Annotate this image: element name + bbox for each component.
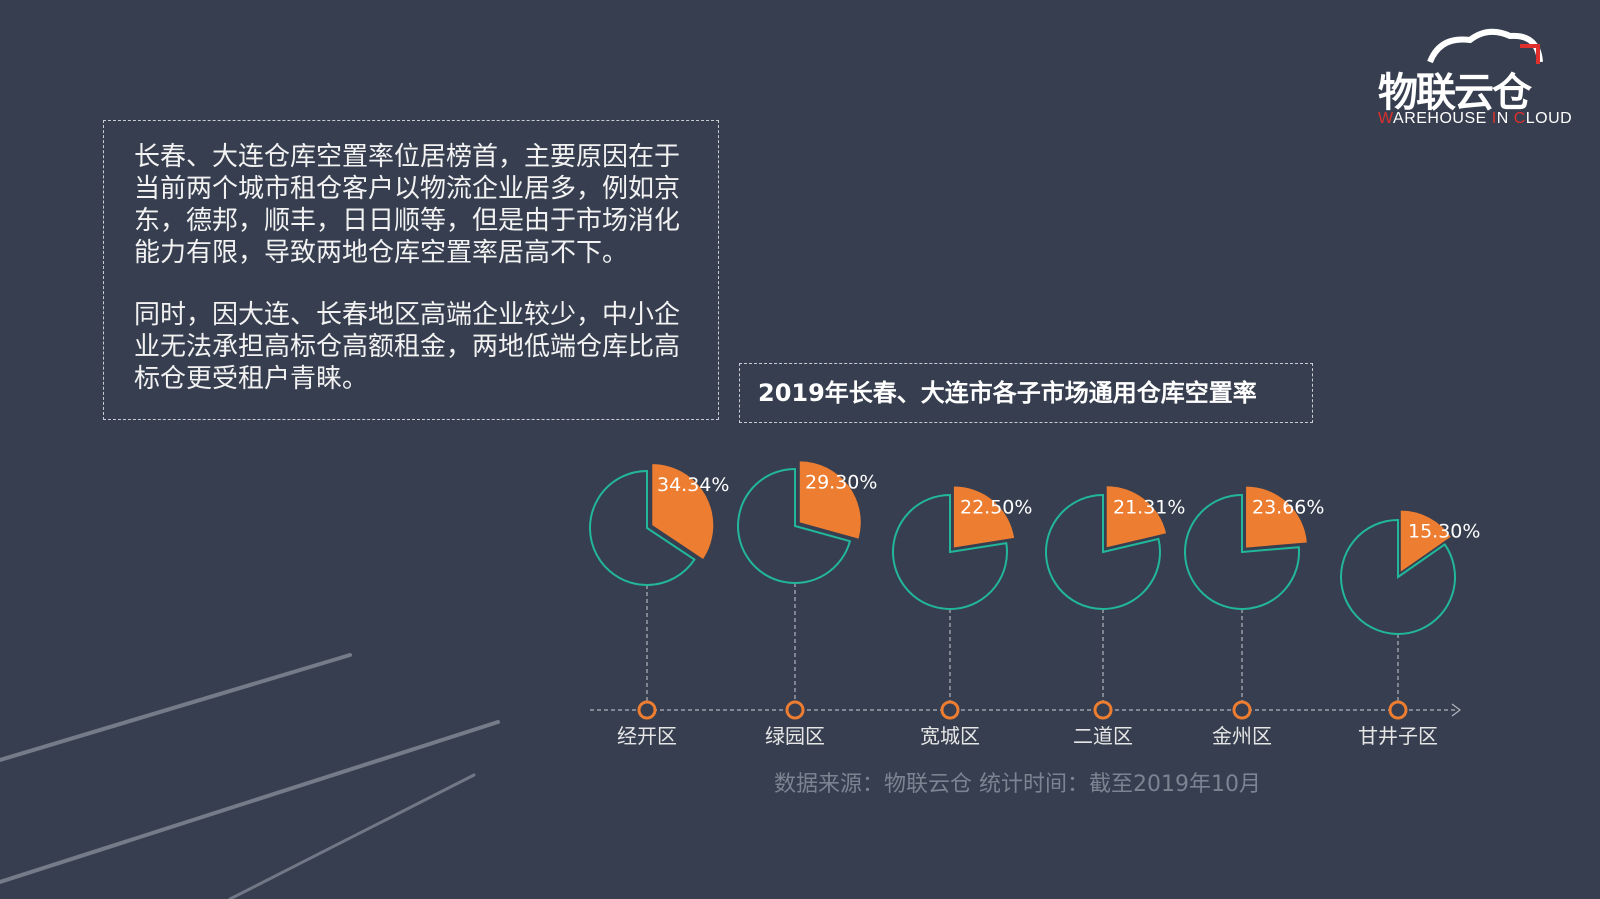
axis-marker bbox=[1093, 700, 1113, 720]
cloud-icon bbox=[1427, 28, 1543, 64]
logo-subtitle: WAREHOUSE IN CLOUD bbox=[1378, 110, 1572, 128]
logo-text: 物联云仓 bbox=[1378, 70, 1532, 116]
pie-slice bbox=[799, 461, 861, 539]
pie-slice bbox=[1246, 486, 1307, 548]
description-line: 能力有限，导致两地仓库空置率居高不下。 bbox=[134, 238, 629, 268]
axis-marker bbox=[637, 700, 657, 720]
logo-subtitle-part: I bbox=[1491, 110, 1497, 127]
logo-subtitle-part: N bbox=[1496, 110, 1514, 127]
pie-slice bbox=[1400, 510, 1451, 572]
logo-subtitle-part: LOUD bbox=[1525, 110, 1573, 127]
category-label: 绿园区 bbox=[765, 724, 825, 748]
axis-marker bbox=[785, 700, 805, 720]
category-label: 经开区 bbox=[617, 724, 677, 748]
data-label: 15.30% bbox=[1408, 521, 1480, 543]
data-source: 数据来源：物联云仓 统计时间：截至2019年10月 bbox=[774, 772, 1261, 797]
logo-subtitle-part: W bbox=[1378, 110, 1394, 127]
data-label: 34.34% bbox=[657, 474, 729, 496]
description-box: 长春、大连仓库空置率位居榜首，主要原因在于当前两个城市租仓客户以物流企业居多，例… bbox=[103, 120, 719, 420]
description-line: 长春、大连仓库空置率位居榜首，主要原因在于 bbox=[134, 142, 681, 172]
data-label: 22.50% bbox=[960, 496, 1032, 518]
description-line: 标仓更受租户青睐。 bbox=[134, 364, 369, 394]
axis-marker bbox=[1388, 700, 1408, 720]
axis-marker bbox=[940, 700, 960, 720]
description-line: 同时，因大连、长春地区高端企业较少，中小企 bbox=[134, 300, 681, 330]
pie-slice bbox=[953, 486, 1015, 548]
data-label: 23.66% bbox=[1252, 497, 1324, 519]
brand-logo: 物联云仓 WAREHOUSE IN CLOUD bbox=[1370, 22, 1580, 132]
pie-remainder bbox=[737, 467, 852, 584]
pie-slice bbox=[652, 464, 714, 559]
chart-title: 2019年长春、大连市各子市场通用仓库空置率 bbox=[739, 363, 1313, 423]
data-label: 29.30% bbox=[805, 471, 877, 493]
category-label: 金州区 bbox=[1212, 724, 1272, 748]
category-label: 二道区 bbox=[1073, 724, 1133, 748]
logo-subtitle-part: C bbox=[1513, 110, 1526, 127]
description-line: 东，德邦，顺丰，日日顺等，但是由于市场消化 bbox=[134, 206, 681, 236]
description-line: 当前两个城市租仓客户以物流企业居多，例如京 bbox=[134, 174, 681, 204]
pie-remainder bbox=[589, 469, 696, 586]
description-line: 业无法承担高标仓高额租金，两地低端仓库比高 bbox=[134, 332, 681, 362]
description-paragraph: 长春、大连仓库空置率位居榜首，主要原因在于当前两个城市租仓客户以物流企业居多，例… bbox=[134, 141, 694, 269]
pie-remainder bbox=[892, 493, 1008, 610]
pie-remainder bbox=[1045, 493, 1161, 610]
category-label: 宽城区 bbox=[920, 724, 980, 748]
axis-marker bbox=[1232, 700, 1252, 720]
description-paragraph: 同时，因大连、长春地区高端企业较少，中小企业无法承担高标仓高额租金，两地低端仓库… bbox=[134, 299, 694, 395]
axis-arrow-icon bbox=[1451, 703, 1461, 717]
logo-subtitle-part: AREHOUSE bbox=[1393, 110, 1492, 127]
pie-remainder bbox=[1340, 518, 1456, 635]
category-label: 甘井子区 bbox=[1358, 724, 1438, 748]
pie-slice bbox=[1106, 486, 1167, 548]
data-label: 21.31% bbox=[1113, 496, 1185, 518]
pie-remainder bbox=[1184, 493, 1300, 610]
